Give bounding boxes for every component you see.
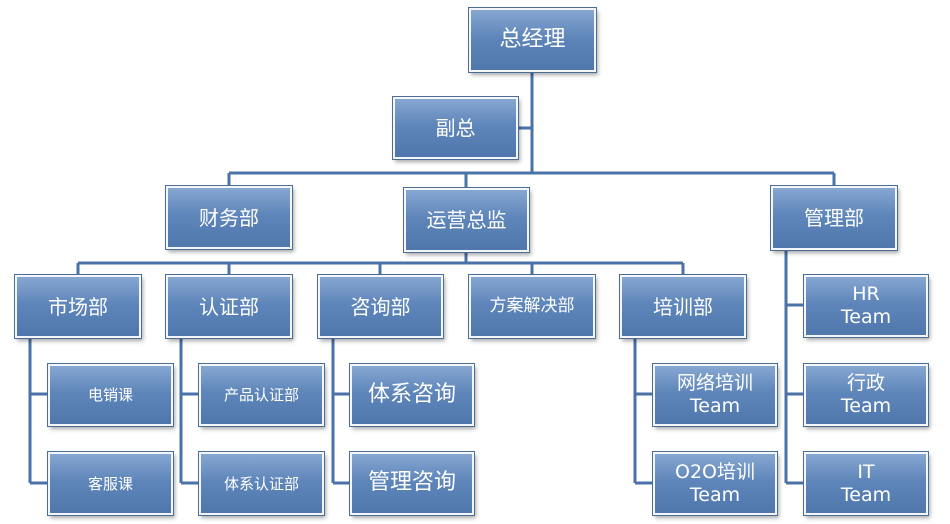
box-solutions: 方案解决部 xyxy=(468,274,596,339)
box-general-manager: 总经理 xyxy=(468,7,597,73)
box-telesales: 电销课 xyxy=(47,363,174,427)
box-admin-team: 行政 Team xyxy=(803,363,929,427)
box-system-consulting: 体系咨询 xyxy=(349,363,475,427)
box-operations-director: 运营总监 xyxy=(403,187,530,253)
box-management-consulting: 管理咨询 xyxy=(349,451,475,516)
box-deputy: 副总 xyxy=(392,96,519,160)
box-training: 培训部 xyxy=(619,274,747,339)
box-consulting: 咨询部 xyxy=(317,274,444,339)
box-it-team: IT Team xyxy=(803,451,929,516)
box-finance: 财务部 xyxy=(165,185,293,250)
box-management: 管理部 xyxy=(770,185,898,251)
box-marketing: 市场部 xyxy=(14,274,142,339)
box-system-certification: 体系认证部 xyxy=(198,451,325,516)
box-o2o-training-team: O2O培训 Team xyxy=(652,451,778,516)
box-hr-team: HR Team xyxy=(803,274,929,338)
box-customer-service: 客服课 xyxy=(47,451,174,516)
box-product-certification: 产品认证部 xyxy=(198,363,325,427)
box-network-training-team: 网络培训 Team xyxy=(652,363,778,427)
box-certification: 认证部 xyxy=(165,274,293,339)
